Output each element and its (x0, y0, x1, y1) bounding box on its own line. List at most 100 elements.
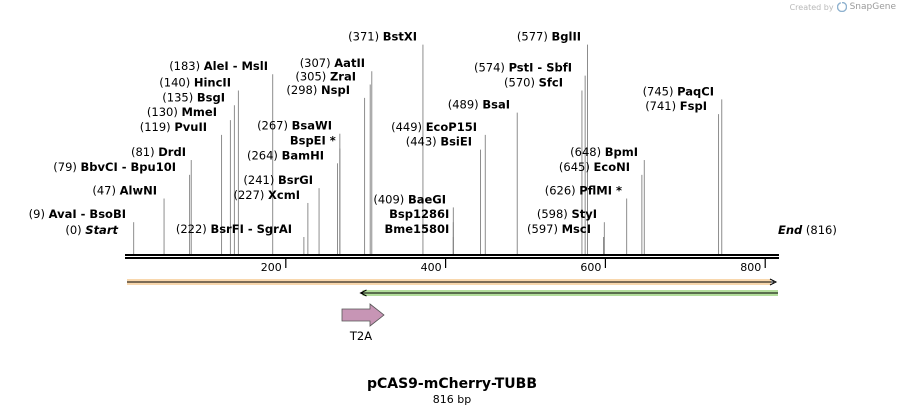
site-position: (298) (286, 83, 321, 97)
site-position: (267) (257, 119, 292, 133)
site-enzyme-name: HincII (194, 75, 231, 89)
site-label: (222) BsrFI - SgrAI (176, 222, 292, 236)
site-enzyme-name: Bme1580I (384, 222, 449, 236)
site-enzyme-name: SfcI (539, 75, 563, 89)
site-enzyme-name: PflMI * (579, 184, 622, 198)
site-enzyme-name: BsrFI - SgrAI (210, 222, 292, 236)
features-layer: T2A (127, 278, 778, 343)
site-position: (47) (92, 184, 119, 198)
site-position: (449) (391, 120, 426, 134)
site-position: (307) (300, 56, 335, 70)
site-position: (81) (131, 145, 158, 159)
site-lines-layer (133, 44, 723, 254)
site-enzyme-name: BsrGI (278, 173, 313, 187)
site-label: (81) DrdI (131, 145, 186, 159)
site-enzyme-name: BbvCI - Bpu10I (81, 160, 176, 174)
site-label: (598) StyI (537, 207, 597, 221)
site-position: (264) (247, 148, 282, 162)
site-position: (119) (140, 120, 175, 134)
site-enzyme-name: BsaWI (292, 119, 332, 133)
site-enzyme-name: AleI - MslI (204, 59, 268, 73)
site-label: (371) BstXI (348, 30, 417, 44)
site-label: (741) FspI (645, 99, 707, 113)
site-label: (79) BbvCI - Bpu10I (53, 160, 176, 174)
site-enzyme-name: Bsp1286I (389, 207, 449, 221)
site-position: (489) (448, 98, 483, 112)
site-label: (183) AleI - MslI (169, 59, 268, 73)
site-enzyme-name: PstI - SbfI (509, 61, 572, 75)
site-position: (574) (474, 61, 509, 75)
site-label: (443) BsiEI (406, 135, 472, 149)
site-enzyme-name: BpmI (605, 145, 638, 159)
site-label: (267) BsaWI (257, 119, 332, 133)
site-position: (577) (517, 30, 552, 44)
forward-arrow-icon (769, 278, 778, 286)
ruler-tick-label: 200 (261, 261, 282, 274)
site-label: (47) AlwNI (92, 184, 157, 198)
site-labels-layer: (0) Start End (816) (9) AvaI - BsoBI (47) A… (29, 30, 837, 237)
site-enzyme-name: BamHI (282, 148, 324, 162)
site-enzyme-name: EcoNI (594, 160, 630, 174)
site-label: (570) SfcI (504, 75, 563, 89)
site-position: (9) (29, 207, 49, 221)
title-block: pCAS9-mCherry-TUBB 816 bp (0, 376, 904, 406)
site-enzyme-name: PvuII (174, 120, 207, 134)
site-label: (597) MscI (527, 222, 591, 236)
ruler-tick-label: 600 (580, 261, 601, 274)
site-enzyme-name: StyI (571, 207, 597, 221)
site-label: (119) PvuII (140, 120, 207, 134)
site-enzyme-name: ZraI (330, 70, 356, 84)
site-label: (9) AvaI - BsoBI (29, 207, 126, 221)
site-label: (305) ZraI (295, 70, 356, 84)
site-label: (626) PflMI * (545, 184, 622, 198)
site-position: (130) (147, 105, 182, 119)
site-position: (183) (169, 59, 204, 73)
site-enzyme-name: NspI (321, 83, 350, 97)
backbone-bottom-strand (125, 257, 779, 259)
site-position: (741) (645, 99, 680, 113)
start-label: (0) Start (65, 223, 118, 237)
site-label: (135) BsgI (162, 90, 225, 104)
site-position: (745) (643, 84, 678, 98)
watermark: Created by SnapGene (790, 2, 896, 12)
site-enzyme-name: BsaI (482, 98, 510, 112)
site-label: (449) EcoP15I (391, 120, 477, 134)
sequence-title: pCAS9-mCherry-TUBB (366, 376, 538, 392)
site-enzyme-name: AvaI - BsoBI (49, 207, 126, 221)
site-position: (79) (53, 160, 80, 174)
ruler-tick-label: 400 (421, 261, 442, 274)
reverse-arrow-icon (359, 289, 367, 297)
site-label: (298) NspI (286, 83, 350, 97)
end-label: End (816) (778, 223, 837, 237)
sequence-length: 816 bp (432, 393, 472, 406)
end-name: End (778, 223, 803, 237)
site-position: (648) (570, 145, 605, 159)
start-position: (0) (65, 223, 85, 237)
site-position: (140) (159, 75, 194, 89)
site-label: (645) EcoNI (559, 160, 630, 174)
site-enzyme-name: FspI (680, 99, 707, 113)
end-position: (816) (802, 223, 837, 237)
site-position: (241) (243, 173, 278, 187)
site-label: (577) BglII (517, 30, 581, 44)
site-position: (598) (537, 207, 572, 221)
site-label: (489) BsaI (448, 98, 510, 112)
ruler-tick-label: 800 (740, 261, 761, 274)
site-label: (745) PaqCI (643, 84, 714, 98)
site-enzyme-name: MmeI (181, 105, 217, 119)
site-label: (307) AatII (300, 56, 365, 70)
site-label: (241) BsrGI (243, 173, 313, 187)
site-enzyme-name: MscI (562, 222, 591, 236)
site-enzyme-name: AlwNI (120, 184, 157, 198)
site-enzyme-name: BaeGI (408, 192, 446, 206)
site-enzyme-name: XcmI (268, 188, 300, 202)
site-enzyme-name: BsgI (197, 90, 225, 104)
backbone-layer: 200 400 600 800 (125, 254, 779, 274)
site-position: (409) (373, 192, 408, 206)
site-label: (574) PstI - SbfI (474, 61, 572, 75)
snapgene-logo-icon (836, 2, 847, 12)
site-position: (371) (348, 30, 383, 44)
watermark-prefix: Created by (789, 2, 834, 12)
